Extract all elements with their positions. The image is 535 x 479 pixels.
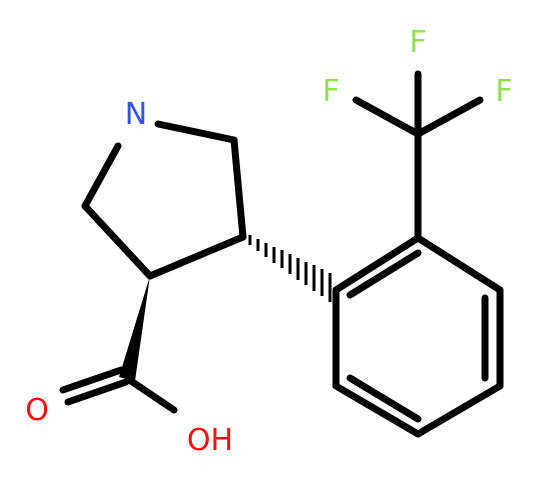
bond-ch2-n	[81, 142, 122, 210]
wedge-bond-c3-cooh	[119, 276, 150, 381]
bond-ar-inner-1	[346, 249, 422, 299]
bond-c4-c3	[146, 233, 247, 280]
atom-label-oh: OH	[187, 423, 233, 458]
atom-label-n: N	[125, 97, 147, 132]
bond-ar-c4-c5	[414, 382, 504, 438]
atom-label-f-left: F	[322, 74, 339, 109]
bond-ar-c2-c3	[414, 234, 504, 294]
bonds	[59, 70, 504, 438]
bond-ar-inner-3	[346, 374, 422, 423]
bond-ar-c5-c6	[332, 382, 422, 438]
bond-ch2-c4	[230, 136, 247, 241]
atom-label-o-carbonyl: O	[25, 393, 49, 428]
bond-c-o-double-2	[59, 366, 125, 394]
bond-c-f-left	[352, 96, 422, 138]
bond-n-ch2-right	[154, 120, 238, 144]
bond-c3-ch2-left	[81, 202, 154, 280]
bond-c-o-double-1	[64, 378, 130, 406]
bond-c-oh	[124, 375, 178, 414]
atom-label-f-top: F	[409, 25, 426, 60]
bond-c-f-right	[414, 96, 484, 138]
bond-ar-c1-c2	[332, 234, 422, 294]
atom-label-f-right: F	[495, 74, 512, 109]
hashed-bond-c4-aryl	[248, 235, 332, 302]
